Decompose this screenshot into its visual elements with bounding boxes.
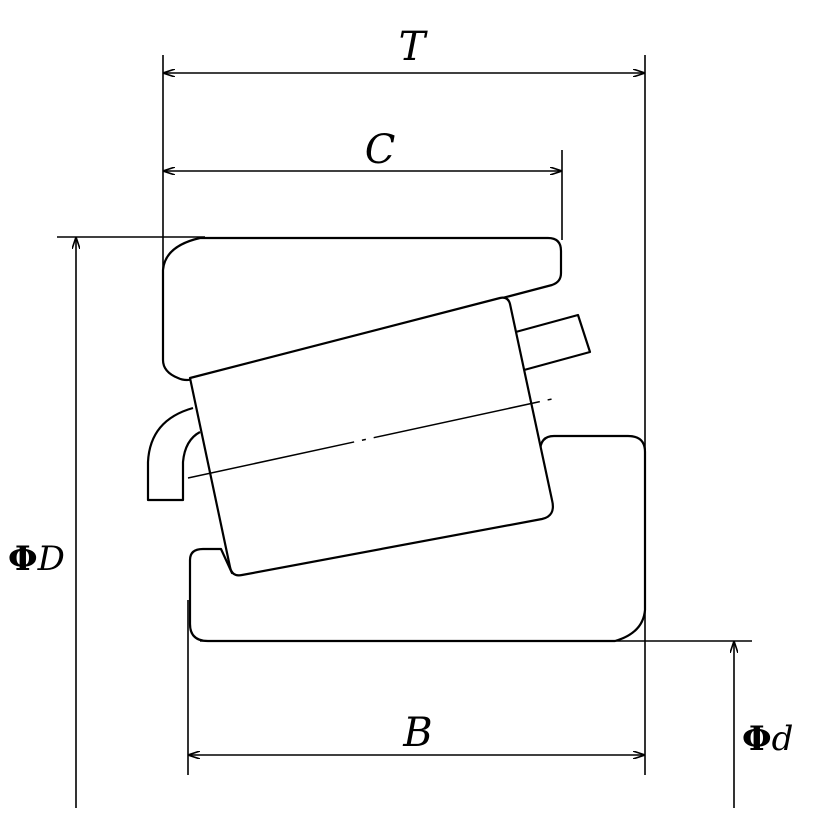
- bearing-cross-section: [146, 236, 647, 643]
- roller-axis-line: [187, 398, 553, 479]
- phi-symbol-d: Φ: [742, 719, 772, 759]
- tapered-roller: [188, 296, 554, 577]
- label-d-letter: d: [772, 719, 794, 759]
- cage-tab: [510, 313, 592, 372]
- label-D-letter: D: [37, 539, 65, 579]
- label-outer-diameter: ΦD: [8, 539, 65, 579]
- cage: [146, 406, 201, 502]
- label-C: C: [365, 127, 396, 173]
- label-T: T: [399, 24, 429, 70]
- phi-symbol-D: Φ: [8, 539, 38, 579]
- dimension-lines: [76, 73, 734, 808]
- label-B: B: [402, 710, 432, 756]
- label-bore-diameter: Φd: [742, 719, 793, 759]
